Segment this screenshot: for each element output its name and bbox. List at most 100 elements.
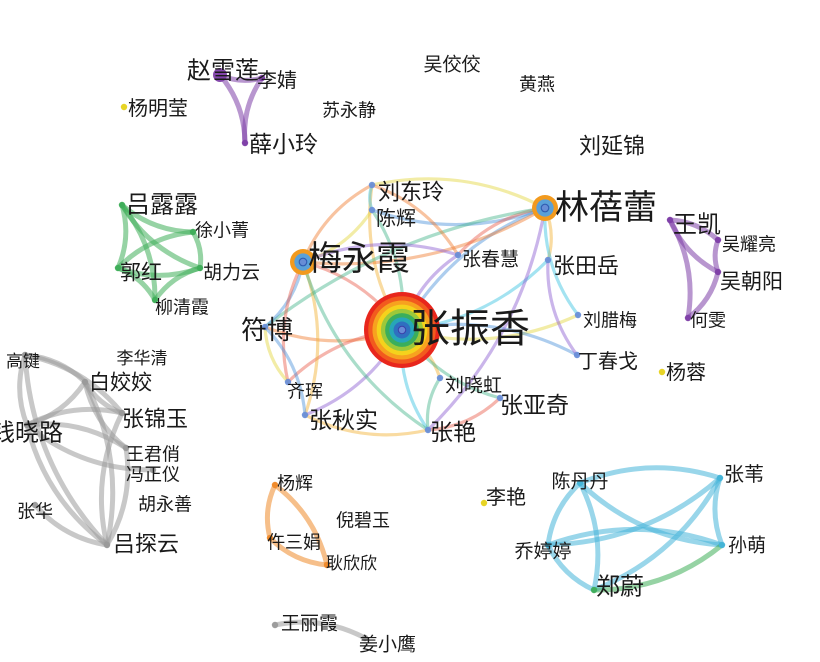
coauthor-edge xyxy=(190,229,204,271)
coauthor-edge xyxy=(591,542,725,593)
author-node xyxy=(436,374,444,382)
coauthor-edge xyxy=(264,482,278,541)
author-label: 刘腊梅 xyxy=(583,310,637,331)
author-label: 齐珲 xyxy=(287,381,323,402)
author-node xyxy=(301,411,309,419)
author-label: 张秋实 xyxy=(309,408,378,434)
coauthor-edge xyxy=(272,482,330,568)
author-node xyxy=(718,541,726,549)
author-node xyxy=(368,206,376,214)
author-label: 乔婷婷 xyxy=(514,541,571,563)
author-label: 白姣姣 xyxy=(89,370,152,394)
coauthor-edge xyxy=(242,75,265,146)
author-label: 胡永善 xyxy=(138,494,192,515)
author-label: 丁春戈 xyxy=(578,349,638,373)
coauthor-edge xyxy=(104,445,131,548)
author-label: 符博 xyxy=(241,316,293,346)
author-label: 杨明莹 xyxy=(128,96,188,120)
author-node xyxy=(576,479,584,487)
author-label: 郑蔚 xyxy=(596,572,644,600)
author-label: 张苇 xyxy=(724,462,764,486)
coauthor-edge xyxy=(152,265,203,303)
coauthor-edge xyxy=(301,260,430,432)
coauthor-edge xyxy=(267,535,330,568)
author-label: 胡力云 xyxy=(203,262,260,284)
coauthor-edge xyxy=(301,260,320,417)
coauthor-edge xyxy=(546,258,579,357)
node-layer xyxy=(21,68,726,642)
author-label: 张艳 xyxy=(430,420,476,446)
author-label: 王丽霞 xyxy=(281,613,338,635)
coauthor-edge xyxy=(301,242,460,264)
author-node xyxy=(573,351,581,359)
label-layer: 张振香林蓓蕾梅永霞刘东玲陈辉张春慧张田岳符博刘腊梅丁春戈齐珲刘晓虹张亚奇张秋实张… xyxy=(0,54,783,656)
coauthor-edge xyxy=(119,202,158,303)
author-node xyxy=(284,378,292,386)
author-label: 李华清 xyxy=(117,349,168,369)
author-node xyxy=(368,181,376,189)
author-node xyxy=(21,351,29,359)
coauthor-edge xyxy=(370,206,547,227)
author-label: 仵三娟 xyxy=(267,532,321,553)
author-node xyxy=(266,534,274,542)
coauthor-edge xyxy=(545,542,597,593)
coauthor-edge xyxy=(115,229,196,271)
author-node xyxy=(716,474,724,482)
coauthor-edge xyxy=(370,183,460,257)
author-label: 倪碧玉 xyxy=(336,510,390,531)
coauthor-edge xyxy=(577,465,723,486)
author-node xyxy=(480,499,488,507)
author-node xyxy=(299,258,307,266)
coauthor-edge xyxy=(426,396,502,432)
author-label: 姜小鹰 xyxy=(359,634,416,656)
author-node xyxy=(271,621,279,629)
author-node xyxy=(149,466,157,474)
author-node xyxy=(118,409,126,417)
author-node xyxy=(658,368,666,376)
author-node xyxy=(541,204,549,212)
coauthor-edge xyxy=(22,352,110,548)
coauthor-edge xyxy=(24,406,125,428)
author-label: 张锦玉 xyxy=(122,408,188,433)
author-label: 冯正仪 xyxy=(126,464,180,485)
author-label: 张田岳 xyxy=(553,255,619,280)
author-node xyxy=(666,216,674,224)
coauthor-edge xyxy=(577,480,601,593)
coauthor-edge xyxy=(667,217,693,321)
coauthor-edge xyxy=(272,619,368,641)
author-label: 张振香 xyxy=(410,306,530,352)
author-label: 苏永静 xyxy=(322,100,376,121)
author-label: 吴耀亮 xyxy=(722,234,776,255)
author-label: 刘晓虹 xyxy=(445,375,502,397)
author-label: 孙萌 xyxy=(728,535,766,557)
author-node xyxy=(81,378,89,386)
author-node xyxy=(684,314,692,322)
coauthor-edge xyxy=(545,480,583,548)
coauthor-edge xyxy=(82,379,116,548)
author-label: 刘延锦 xyxy=(579,135,645,160)
coauthor-edge xyxy=(263,325,307,417)
coauthor-edge xyxy=(281,260,305,384)
author-label: 吴朝阳 xyxy=(720,269,783,293)
author-label: 吴佼佼 xyxy=(423,54,480,76)
author-label: 张华 xyxy=(17,501,53,522)
coauthor-edge xyxy=(425,376,442,432)
coauthor-edge xyxy=(591,475,723,593)
author-node xyxy=(196,264,204,272)
author-label: 李艳 xyxy=(486,485,526,509)
author-label: 张亚奇 xyxy=(500,393,569,419)
author-node xyxy=(574,311,582,319)
author-node xyxy=(114,264,122,272)
coauthor-edge xyxy=(545,526,725,548)
author-label: 吕探云 xyxy=(113,533,179,558)
author-label: 陈辉 xyxy=(376,206,416,230)
author-node xyxy=(258,74,266,82)
author-node xyxy=(151,296,159,304)
author-label: 梅永霞 xyxy=(308,239,410,279)
author-node xyxy=(496,394,504,402)
coauthor-edge xyxy=(426,206,547,432)
author-label: 林蓓蕾 xyxy=(555,188,657,228)
coauthor-edge xyxy=(22,352,125,416)
author-node xyxy=(241,139,249,147)
